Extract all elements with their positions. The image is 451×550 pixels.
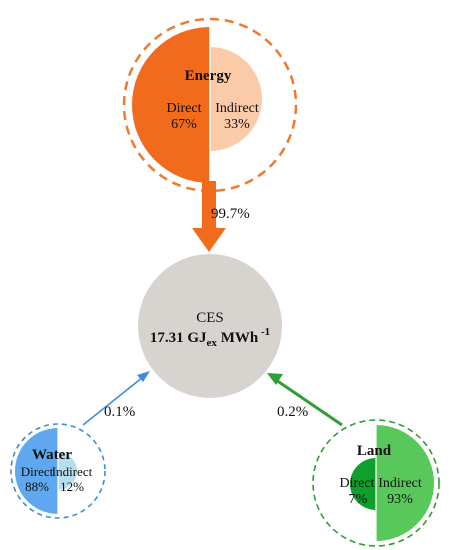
water-outer-ring — [10, 423, 106, 519]
ces-unit: MWh — [217, 330, 259, 346]
energy-indirect-half — [210, 47, 262, 151]
land-indirect-half — [376, 425, 434, 541]
water-title: Water — [32, 447, 72, 463]
land-outer-ring — [312, 419, 440, 547]
water-flow-arrow: 0.1% — [82, 371, 150, 426]
land-title: Land — [357, 443, 392, 459]
water-flow-pct: 0.1% — [104, 404, 135, 420]
energy-indirect-pct: 33% — [224, 117, 250, 132]
land-indirect-label: Indirect — [378, 476, 422, 491]
water-indirect-pct: 12% — [60, 479, 84, 494]
water-direct-half — [15, 428, 58, 514]
land-direct-pct: 7% — [349, 492, 368, 507]
land-flow-pct: 0.2% — [277, 404, 308, 420]
water-node: Water Direct 88% Indirect 12% — [10, 423, 106, 519]
water-indirect-half — [58, 452, 77, 490]
ces-circle — [138, 254, 282, 398]
ces-value-subscript: ex — [207, 337, 218, 349]
energy-direct-half — [132, 27, 210, 183]
land-node: Land Direct 7% Indirect 93% — [312, 419, 440, 547]
energy-outer-ring — [122, 17, 298, 193]
land-indirect-pct: 93% — [387, 492, 413, 507]
land-arrow-line — [275, 378, 343, 427]
energy-arrow-head — [192, 228, 226, 252]
water-arrow-line — [82, 376, 144, 426]
land-flow-arrow: 0.2% — [267, 373, 343, 427]
ces-node: CES 17.31 GJex MWh -1 — [138, 254, 282, 398]
water-indirect-label: Indirect — [52, 464, 93, 479]
land-arrow-head — [267, 373, 283, 385]
energy-flow-arrow: 99.7% — [192, 181, 250, 252]
energy-title: Energy — [185, 68, 232, 84]
ces-value-main: 17.31 GJ — [150, 330, 207, 346]
ces-label: CES — [196, 310, 224, 326]
water-arrow-head — [137, 371, 150, 382]
energy-indirect-label: Indirect — [215, 101, 259, 116]
ces-value: 17.31 GJex MWh -1 — [150, 326, 270, 349]
energy-flow-pct: 99.7% — [211, 206, 250, 222]
ces-unit-superscript: -1 — [258, 326, 270, 338]
energy-direct-pct: 67% — [171, 117, 197, 132]
energy-node: Energy Direct 67% Indirect 33% — [122, 17, 298, 193]
water-direct-label: Direct — [21, 464, 54, 479]
water-direct-pct: 88% — [25, 479, 49, 494]
energy-arrow-shaft — [202, 181, 216, 231]
land-direct-half — [350, 458, 376, 510]
energy-direct-label: Direct — [167, 101, 202, 116]
land-direct-label: Direct — [340, 476, 375, 491]
